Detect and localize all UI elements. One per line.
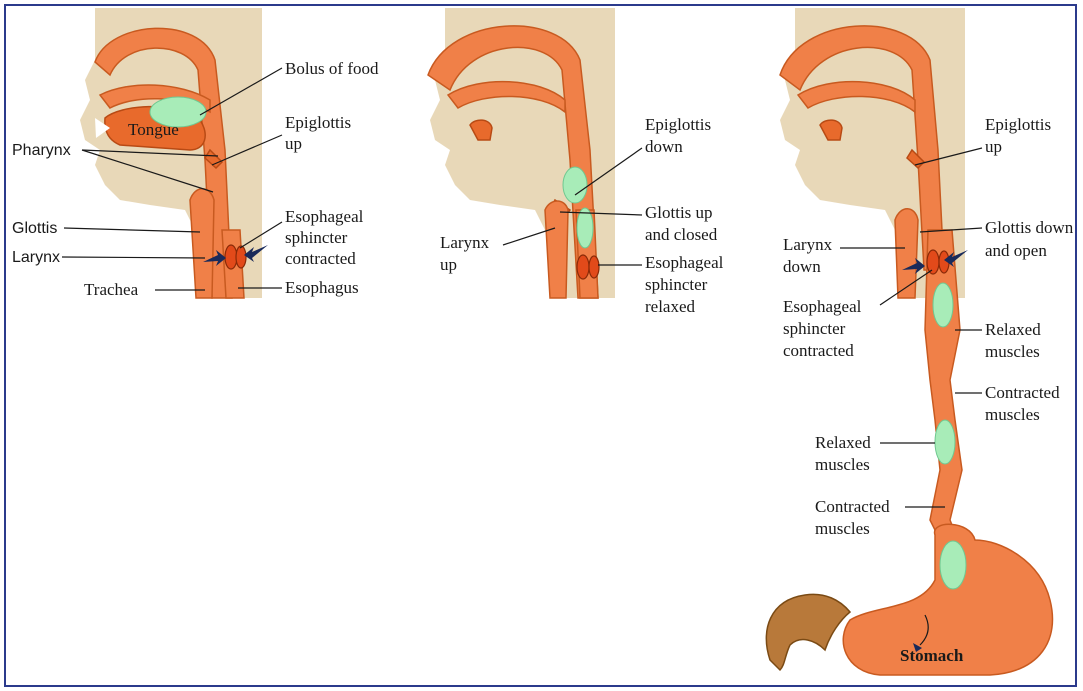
label-contracted-b-1: Contracted xyxy=(815,497,890,516)
label-epiglottis-1: Epiglottis xyxy=(285,113,351,132)
label-glottis-1: Glottis up xyxy=(645,203,713,222)
label-epiglottis-2: down xyxy=(645,137,683,156)
label-sphincter-2: sphincter xyxy=(285,228,348,247)
label-larynx: Larynx xyxy=(12,249,60,266)
label-stomach: Stomach xyxy=(900,646,964,665)
label-relaxed-a-1: Relaxed xyxy=(985,320,1041,339)
label-sphincter-3: contracted xyxy=(285,249,356,268)
label-epiglottis-2: up xyxy=(285,134,302,153)
label-relaxed-a-2: muscles xyxy=(985,342,1040,361)
label-glottis: Glottis xyxy=(12,220,57,237)
label-larynx-1: Larynx xyxy=(440,233,490,252)
label-bolus: Bolus of food xyxy=(285,59,379,78)
label-sphincter-3: relaxed xyxy=(645,297,696,316)
label-contracted-a-2: muscles xyxy=(985,405,1040,424)
label-epiglottis-1: Epiglottis xyxy=(645,115,711,134)
label-epiglottis-2: up xyxy=(985,137,1002,156)
label-sphincter-1: Esophageal xyxy=(645,253,724,272)
label-sphincter-1: Esophageal xyxy=(285,207,364,226)
label-glottis-2: and open xyxy=(985,241,1047,260)
label-relaxed-b-1: Relaxed xyxy=(815,433,871,452)
label-pharynx: Pharynx xyxy=(12,142,71,159)
label-relaxed-b-2: muscles xyxy=(815,455,870,474)
label-contracted-b-2: muscles xyxy=(815,519,870,538)
sphincter-icon xyxy=(225,245,237,269)
label-contracted-a-1: Contracted xyxy=(985,383,1060,402)
label-sphincter-2: sphincter xyxy=(645,275,708,294)
bolus-icon xyxy=(563,167,587,203)
label-sphincter-3: contracted xyxy=(783,341,854,360)
sphincter-icon xyxy=(577,255,589,279)
sphincter-icon xyxy=(927,250,939,274)
label-glottis-2: and closed xyxy=(645,225,718,244)
label-sphincter-2: sphincter xyxy=(783,319,846,338)
label-larynx-2: up xyxy=(440,255,457,274)
bolus-icon xyxy=(933,283,953,327)
label-larynx-2: down xyxy=(783,257,821,276)
label-esophagus: Esophagus xyxy=(285,278,359,297)
label-tongue: Tongue xyxy=(128,120,179,139)
label-sphincter-1: Esophageal xyxy=(783,297,862,316)
label-glottis-1: Glottis down xyxy=(985,218,1074,237)
label-trachea: Trachea xyxy=(84,280,139,299)
label-larynx-1: Larynx xyxy=(783,235,833,254)
label-epiglottis-1: Epiglottis xyxy=(985,115,1051,134)
